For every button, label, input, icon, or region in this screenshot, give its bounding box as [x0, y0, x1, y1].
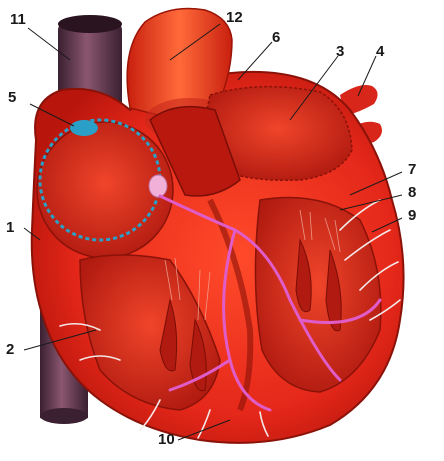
inferior-vena-cava-opening	[40, 408, 88, 424]
label-9: 9	[408, 208, 416, 223]
label-12: 12	[226, 10, 243, 25]
label-4: 4	[376, 44, 384, 59]
label-6: 6	[272, 30, 280, 45]
label-5: 5	[8, 90, 16, 105]
label-2: 2	[6, 342, 14, 357]
superior-vena-cava-opening	[58, 15, 122, 33]
label-7: 7	[408, 162, 416, 177]
label-11: 11	[10, 12, 26, 27]
label-3: 3	[336, 44, 344, 59]
label-10: 10	[158, 432, 175, 447]
left-ventricle	[255, 198, 380, 393]
sinoatrial-node	[70, 120, 98, 136]
atrioventricular-node	[149, 175, 167, 197]
label-1: 1	[6, 220, 14, 235]
label-8: 8	[408, 185, 416, 200]
